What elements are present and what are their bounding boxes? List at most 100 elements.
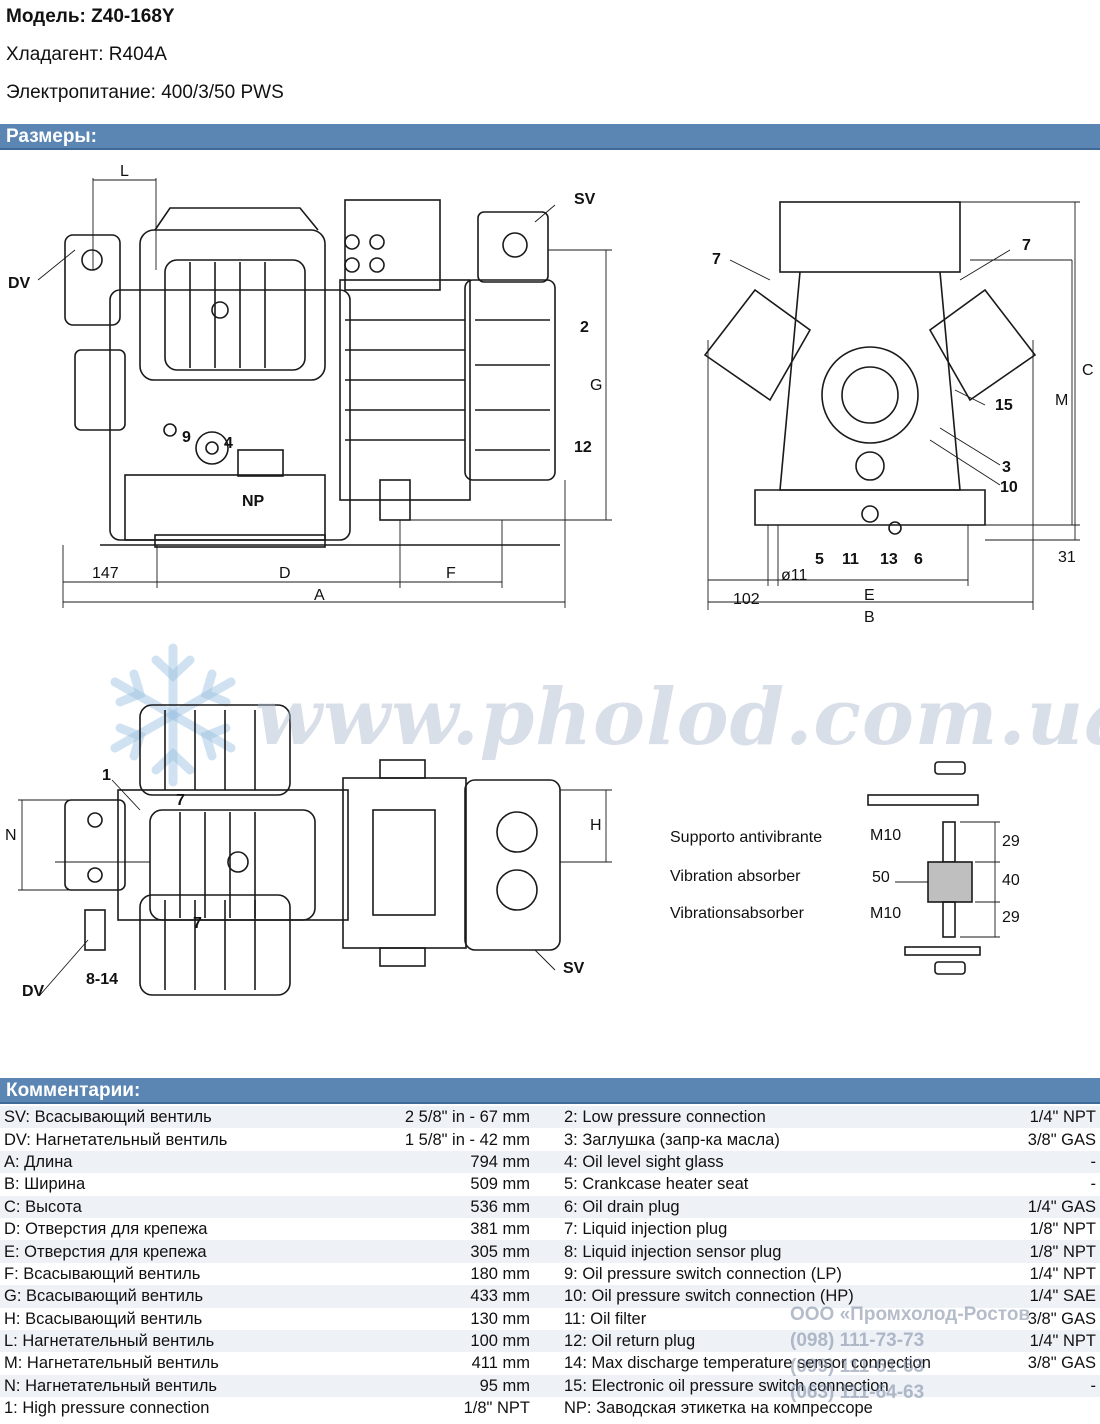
dim-label-H: H	[590, 817, 602, 834]
connection-value: 3/8" GAS	[1027, 1309, 1096, 1328]
table-row: B: Ширина 509 mm 5: Crankcase heater seat -	[0, 1173, 1100, 1195]
dim-label-102: 102	[733, 591, 760, 608]
spec-value: 95 mm	[300, 1374, 560, 1398]
absorber-50: 50	[872, 869, 890, 886]
callout-2: 2	[580, 319, 589, 336]
dim-label-o11: ø11	[781, 567, 807, 584]
connection-name: 14: Max discharge temperature sensor con…	[564, 1354, 931, 1373]
connection-value: 1/4" GAS	[1000, 1195, 1100, 1218]
absorber-29-top: 29	[1002, 833, 1020, 850]
watermark: www.pholod.com.ua	[255, 672, 1100, 763]
table-row: DV: Нагнетательный вентиль 1 5/8" in - 42…	[0, 1128, 1100, 1150]
spec-name: N: Нагнетательный вентиль	[0, 1374, 300, 1398]
comments-section-header: Комментарии:	[0, 1078, 1100, 1104]
side-view	[64, 199, 560, 548]
connection-name: 15: Electronic oil pressure switch conne…	[560, 1374, 1000, 1398]
connection-value: 1/4" NPT	[1000, 1106, 1100, 1129]
connection-name: 8: Liquid injection sensor plug	[560, 1240, 1000, 1263]
spec-value: 411 mm	[471, 1354, 530, 1373]
refrigerant-line: Хладагент: R404A	[6, 44, 167, 65]
spec-name: DV: Нагнетательный вентиль	[4, 1130, 228, 1149]
callout-7-left: 7	[712, 251, 721, 268]
spec-value: 305 mm	[300, 1240, 560, 1263]
connection-value	[1000, 1397, 1100, 1419]
connection-value: 1/4" NPT	[1029, 1264, 1096, 1283]
power-supply-line: Электропитание: 400/3/50 PWS	[6, 82, 284, 103]
callout-3: 3	[1002, 459, 1011, 476]
connection-value: 1/8" NPT	[1029, 1220, 1096, 1239]
connection-name: 10: Oil pressure switch connection (HP)	[560, 1285, 1000, 1308]
callout-15: 15	[995, 397, 1013, 414]
absorber-label-it: Supporto antivibrante	[670, 829, 822, 846]
compressor-drawing: L SV DV 2 G 9 4 NP 12 147 D F A 7 7 15 C…	[5, 163, 1094, 1000]
vibration-absorber-drawing	[867, 761, 1000, 975]
top-view	[64, 704, 561, 996]
dim-label-L: L	[120, 163, 129, 180]
connection-value: -	[1090, 1175, 1097, 1194]
connection-name: 3: Заглушка (запр-ка масла)	[564, 1130, 780, 1149]
dim-label-B: B	[864, 609, 875, 626]
spec-value: 1/8" NPT	[463, 1399, 530, 1418]
spec-value: 509 mm	[470, 1175, 530, 1194]
callout-NP: NP	[242, 493, 265, 510]
dim-label-D: D	[279, 565, 291, 582]
callout-13: 13	[880, 551, 898, 568]
stamp-phone-3: (063) 111-64-63	[790, 1382, 925, 1403]
stamp-company: ООО «Промхолод-Ростов	[790, 1304, 1031, 1325]
dim-label-E: E	[864, 587, 875, 604]
model-title: Модель: Z40-168Y	[6, 6, 175, 27]
connection-value: 1/4" NPT	[1000, 1329, 1100, 1353]
spec-value: 1 5/8" in - 42 mm	[404, 1130, 530, 1149]
spec-name: B: Ширина	[4, 1175, 86, 1194]
callout-7-top: 7	[176, 792, 185, 809]
dim-label-C: C	[1082, 362, 1094, 379]
dim-label-F: F	[446, 565, 456, 582]
absorber-label-de: Vibrationsabsorber	[670, 905, 805, 922]
connection-name: 5: Crankcase heater seat	[564, 1175, 749, 1194]
spec-name: SV: Всасывающий вентиль	[0, 1106, 300, 1129]
stamp-phone-2: (099) 111-61-63	[790, 1356, 925, 1377]
spec-name: G: Всасывающий вентиль	[0, 1285, 300, 1308]
snowflake-icon	[110, 643, 236, 787]
spec-value: 794 mm	[300, 1150, 560, 1174]
table-row: 1: High pressure connection 1/8" NPT NP: З…	[0, 1397, 1100, 1419]
spec-name: M: Нагнетательный вентиль	[4, 1354, 219, 1373]
callout-4: 4	[224, 435, 233, 452]
spec-value: 536 mm	[300, 1195, 560, 1218]
front-view	[703, 201, 1037, 535]
callout-11: 11	[842, 551, 859, 568]
callout-SV: SV	[574, 191, 596, 208]
table-row: H: Всасывающий вентиль 130 mm 11: Oil filt…	[0, 1308, 1100, 1330]
absorber-m10-top: M10	[870, 827, 901, 844]
spec-name: C: Высота	[0, 1195, 300, 1218]
connection-name: 7: Liquid injection plug	[564, 1220, 728, 1239]
absorber-label-en: Vibration absorber	[670, 868, 801, 885]
spec-name: 1: High pressure connection	[4, 1399, 210, 1418]
spec-value: 2 5/8" in - 67 mm	[300, 1106, 560, 1129]
connection-value: 3/8" GAS	[1027, 1354, 1096, 1373]
spec-name: H: Всасывающий вентиль	[4, 1309, 203, 1328]
connection-name: 6: Oil drain plug	[560, 1195, 1000, 1218]
absorber-40: 40	[1002, 872, 1020, 889]
connection-name: 12: Oil return plug	[560, 1329, 1000, 1353]
spec-name: E: Отверстия для крепежа	[0, 1240, 300, 1263]
dim-label-A: A	[314, 587, 325, 604]
callout-7-right: 7	[1022, 237, 1031, 254]
spec-name: L: Нагнетательный вентиль	[0, 1329, 300, 1353]
connection-name: NP: Заводская этикетка на компрессоре	[564, 1399, 873, 1418]
callout-10: 10	[1000, 479, 1018, 496]
callout-7-bottom: 7	[193, 915, 202, 932]
callout-1: 1	[102, 767, 111, 784]
connection-value: 1/4" SAE	[1000, 1285, 1100, 1308]
dim-label-31: 31	[1058, 549, 1076, 566]
connection-name: 11: Oil filter	[564, 1309, 647, 1328]
spec-value: 180 mm	[470, 1264, 530, 1283]
spec-value: 130 mm	[470, 1309, 530, 1328]
callout-6: 6	[914, 551, 923, 568]
